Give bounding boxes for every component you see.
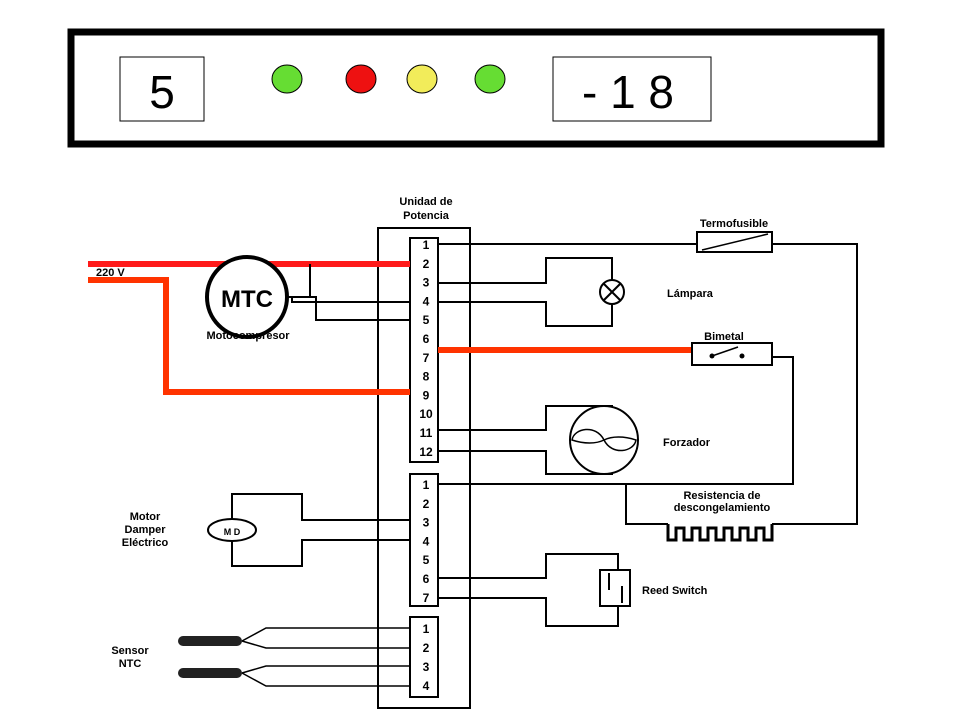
pins1-pin-5: 5 <box>423 313 430 327</box>
mtc-wire-a <box>287 264 311 298</box>
pins1-pin-6: 6 <box>423 332 430 346</box>
connector-block-3-pins: 1 2 3 4 <box>423 622 430 693</box>
pins1-pin-8: 8 <box>423 370 430 384</box>
pins2-pin-2: 2 <box>423 497 430 511</box>
pins2-pin-5: 5 <box>423 553 430 567</box>
bimetal-return-wire <box>625 356 794 525</box>
pins1-pin-4: 4 <box>423 294 430 308</box>
motor-label-line3: Eléctrico <box>122 537 169 549</box>
pins2-pin-3: 3 <box>423 516 430 530</box>
right-digit-readout: - 1 8 <box>582 66 674 118</box>
pins3-pin-2: 2 <box>423 641 430 655</box>
left-digit-readout: 5 <box>149 66 175 118</box>
reed-switch-label: Reed Switch <box>642 585 708 597</box>
pins3-pin-1: 1 <box>423 622 430 636</box>
pins1-pin-9: 9 <box>423 388 430 402</box>
power-unit-label-line2: Potencia <box>403 210 450 222</box>
power-unit-label-line1: Unidad de <box>399 196 452 208</box>
voltage-label: 220 V <box>96 267 125 279</box>
pins1-pin-1: 1 <box>423 238 430 252</box>
pins2-pin-1: 1 <box>423 478 430 492</box>
connector-block-3 <box>409 616 439 698</box>
ntc-sensor-probe-1 <box>178 636 242 646</box>
motor-damper-loop-wire <box>231 493 410 567</box>
motor-damper-symbol <box>207 518 257 542</box>
bimetal-symbol <box>691 342 773 366</box>
termofusible-diagonal <box>701 233 769 251</box>
termofusible-label: Termofusible <box>700 218 768 230</box>
left-digit-box <box>119 56 205 122</box>
mtc-wire-b <box>287 296 410 303</box>
mtc-label: MTC <box>221 286 273 313</box>
led-green-1 <box>271 64 303 94</box>
reed-switch-loop-wire <box>438 553 619 627</box>
pins1-pin-7: 7 <box>423 351 430 365</box>
display-panel <box>67 28 885 148</box>
supply-wire-2 <box>88 277 410 395</box>
sensor-label-line2: NTC <box>119 658 142 670</box>
resistencia-label-line2: descongelamiento <box>674 502 771 514</box>
power-unit-box <box>377 227 471 709</box>
pins2-pin-4: 4 <box>423 534 430 548</box>
motor-label-line1: Motor <box>130 511 161 523</box>
reed-switch-symbol <box>599 569 631 607</box>
pins3-pin-4: 4 <box>423 679 430 693</box>
forzador-label: Forzador <box>663 437 711 449</box>
md-label: M D <box>224 527 241 537</box>
bimetal-label: Bimetal <box>704 331 744 343</box>
pins1-pin-12: 12 <box>419 445 433 459</box>
lampara-loop-wire <box>438 257 613 327</box>
ntc-sensor-probe-2 <box>178 668 242 678</box>
resistencia-symbol <box>666 524 774 542</box>
resistencia-label-line1: Resistencia de <box>683 490 760 502</box>
led-indicators <box>271 64 506 94</box>
led-red <box>345 64 377 94</box>
led-green-2 <box>474 64 506 94</box>
pins2-pin-6: 6 <box>423 572 430 586</box>
right-digit-box <box>552 56 712 122</box>
termofusible-return-wire <box>772 243 858 525</box>
motor-label-line2: Damper <box>125 524 167 536</box>
motocompresor-label: Motocompresor <box>206 330 290 342</box>
lampara-label: Lámpara <box>667 288 714 300</box>
led-yellow <box>406 64 438 94</box>
sensor-label-line1: Sensor <box>111 645 149 657</box>
pins1-pin-3: 3 <box>423 276 430 290</box>
pins1-pin-10: 10 <box>419 407 433 421</box>
pins3-pin-3: 3 <box>423 660 430 674</box>
connector-block-2-pins: 1 2 3 4 5 6 7 <box>423 478 430 605</box>
pins1-pin-2: 2 <box>423 257 430 271</box>
mtc-wire-c <box>310 296 410 321</box>
pins2-pin-7: 7 <box>423 591 430 605</box>
pins1-pin-11: 11 <box>420 426 433 440</box>
